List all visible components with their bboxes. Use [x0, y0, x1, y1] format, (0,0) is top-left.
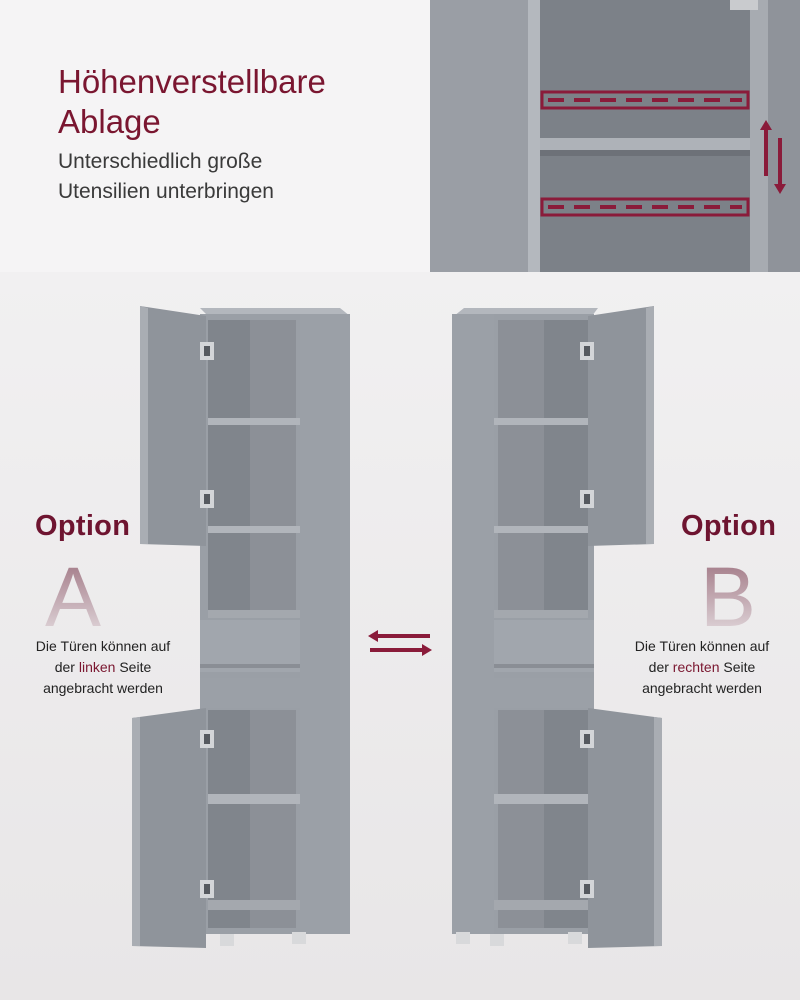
option-b-title: Option [681, 510, 777, 542]
option-b-side-highlight: rechten [672, 659, 720, 675]
option-b-desc-post: Seite [719, 659, 756, 675]
option-a-description: Die Türen können auf der linken Seite an… [18, 636, 188, 699]
option-b-desc-line-3: angebracht werden [642, 680, 762, 696]
subline-line-2: Utensilien unterbringen [58, 180, 274, 203]
option-a-side-highlight: linken [78, 659, 116, 675]
option-a-desc-pre: der [54, 659, 79, 675]
headline-line-1: Höhenverstellbare [58, 63, 326, 100]
option-b-desc-line-1: Die Türen können auf [634, 638, 770, 654]
feature-subline: Unterschiedlich große Utensilien unterbr… [58, 147, 274, 207]
option-b-letter: B [700, 550, 757, 644]
feature-headline: Höhenverstellbare Ablage [58, 62, 326, 142]
shelf-closeup-image [430, 0, 800, 272]
option-a-letter: A [45, 550, 102, 644]
option-a-desc-post: Seite [115, 659, 152, 675]
option-b-description: Die Türen können auf der rechten Seite a… [616, 636, 788, 699]
option-a-desc-line-1: Die Türen können auf [35, 638, 171, 654]
headline-line-2: Ablage [58, 103, 161, 140]
option-a-title: Option [35, 510, 131, 542]
subline-line-1: Unterschiedlich große [58, 150, 263, 173]
option-a-desc-line-3: angebracht werden [43, 680, 163, 696]
vertical-double-arrow-icon [760, 120, 786, 194]
cabinet-option-b [452, 306, 662, 948]
option-b-desc-pre: der [648, 659, 673, 675]
horizontal-swap-arrow-icon [368, 630, 432, 656]
shelf-closeup-drawing [430, 0, 800, 272]
feature-text-panel: Höhenverstellbare Ablage Unterschiedlich… [0, 0, 430, 272]
cabinet-option-a [132, 306, 350, 948]
